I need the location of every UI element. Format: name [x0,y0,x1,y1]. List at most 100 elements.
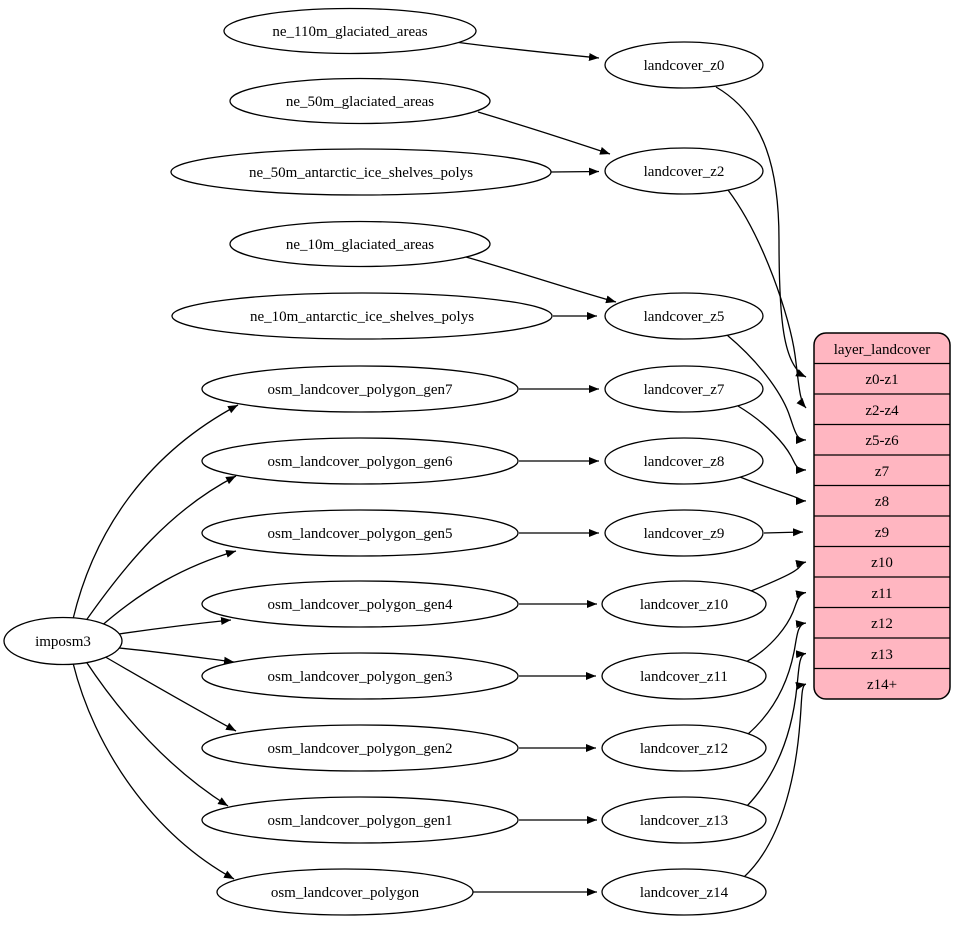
edge-z13-row [746,650,807,807]
node-landcover_z7: landcover_z7 [604,365,764,413]
node-label: osm_landcover_polygon [271,885,420,901]
node-outline [601,580,767,628]
edge-imposm3-gen1 [84,659,229,807]
edges-source-stage [454,41,617,896]
node-outline [604,292,764,340]
node-outline [601,796,767,844]
node-osm_landcover_polygon_gen7: osm_landcover_polygon_gen7 [201,365,519,413]
node-osm_landcover_polygon_gen3: osm_landcover_polygon_gen3 [201,652,519,700]
edge-z0-row [715,86,807,378]
table-row-z14plus: z14+ [867,677,897,693]
table-row-z11: z11 [871,586,892,602]
node-label: landcover_z9 [644,526,725,542]
node-label: landcover_z11 [640,669,728,685]
node-osm_landcover_polygon_gen5: osm_landcover_polygon_gen5 [201,509,519,557]
node-label: landcover_z8 [644,454,725,470]
node-outline [229,220,491,268]
table-row-z5-z6: z5-z6 [865,433,899,449]
node-label: landcover_z14 [640,885,729,901]
node-label: landcover_z5 [644,309,725,325]
node-osm_landcover_polygon: osm_landcover_polygon [216,868,474,916]
node-outline [229,77,491,125]
node-landcover_z8: landcover_z8 [604,437,764,485]
table-row-z2-z4: z2-z4 [865,403,899,419]
node-label: osm_landcover_polygon_gen4 [268,597,453,613]
edge-z10-row [750,560,807,592]
node-label: landcover_z0 [644,58,725,74]
table-row-z9: z9 [875,525,889,541]
node-label: landcover_z10 [640,597,728,613]
edge-imposm3-gen2 [101,654,237,732]
node-label: osm_landcover_polygon_gen6 [268,454,453,470]
node-label: osm_landcover_polygon_gen1 [268,813,453,829]
node-outline [601,652,767,700]
edge-imposm3-gen5 [98,549,237,629]
node-label: osm_landcover_polygon_gen2 [268,741,453,757]
table-layer_landcover: layer_landcover z0-z1 z2-z4 z5-z6 z7 z8 … [813,332,951,700]
edge-ne50mg-z2 [477,111,611,155]
node-outline [171,292,553,340]
node-landcover_z11: landcover_z11 [601,652,767,700]
node-outline [3,616,123,666]
node-label: osm_landcover_polygon_gen7 [268,382,453,398]
node-outline [201,796,519,844]
node-label: landcover_z7 [644,382,725,398]
node-outline [170,148,552,196]
node-label: ne_10m_antarctic_ice_shelves_polys [250,309,474,325]
node-label: imposm3 [35,634,91,650]
edges-imposm3 [72,404,239,880]
node-label: landcover_z13 [640,813,728,829]
node-landcover_z12: landcover_z12 [601,724,767,772]
node-outline [201,365,519,413]
edge-z8-row [739,476,807,505]
node-outline [201,652,519,700]
node-label: ne_50m_glaciated_areas [286,94,434,110]
node-outline [201,724,519,772]
node-label: landcover_z12 [640,741,728,757]
node-imposm3: imposm3 [3,616,123,666]
node-outline [604,365,764,413]
edge-ne110m-z0 [454,41,600,62]
edge-imposm3-gen3 [118,647,235,665]
node-outline [604,437,764,485]
table-row-z13: z13 [871,647,893,663]
node-osm_landcover_polygon_gen2: osm_landcover_polygon_gen2 [201,724,519,772]
node-outline [601,868,767,916]
node-landcover_z0: landcover_z0 [604,41,764,89]
table-row-z10: z10 [871,555,893,571]
edge-z9-row [763,528,804,537]
node-label: ne_10m_glaciated_areas [286,237,434,253]
node-outline [201,509,519,557]
edge-ne10mg-z5 [465,256,617,304]
node-label: osm_landcover_polygon_gen3 [268,669,453,685]
edge-ne50ma-z2 [550,167,600,176]
node-label: osm_landcover_polygon_gen5 [268,526,453,542]
node-outline [201,437,519,485]
node-ne_50m_antarctic_ice_shelves_polys: ne_50m_antarctic_ice_shelves_polys [170,148,552,196]
table-header: layer_landcover [834,342,931,358]
node-osm_landcover_polygon_gen1: osm_landcover_polygon_gen1 [201,796,519,844]
node-landcover_z13: landcover_z13 [601,796,767,844]
node-ne_110m_glaciated_areas: ne_110m_glaciated_areas [223,7,477,55]
node-landcover_z10: landcover_z10 [601,580,767,628]
node-ne_50m_glaciated_areas: ne_50m_glaciated_areas [229,77,491,125]
edge-imposm3-gen7 [72,404,239,620]
node-osm_landcover_polygon_gen6: osm_landcover_polygon_gen6 [201,437,519,485]
table-row-z12: z12 [871,616,893,632]
node-outline [601,724,767,772]
table-row-z8: z8 [875,494,889,510]
node-landcover_z9: landcover_z9 [604,509,764,557]
node-ne_10m_glaciated_areas: ne_10m_glaciated_areas [229,220,491,268]
edge-z7-row [737,405,807,474]
edge-z5-row [726,334,807,444]
node-osm_landcover_polygon_gen4: osm_landcover_polygon_gen4 [201,580,519,628]
table-row-z0-z1: z0-z1 [865,372,898,388]
node-landcover_z14: landcover_z14 [601,868,767,916]
node-label: landcover_z2 [644,164,725,180]
table-row-z7: z7 [875,464,890,480]
node-outline [223,7,477,55]
edge-z11-row [745,590,807,663]
edge-imposm3-gen4 [118,617,232,635]
node-outline [604,41,764,89]
